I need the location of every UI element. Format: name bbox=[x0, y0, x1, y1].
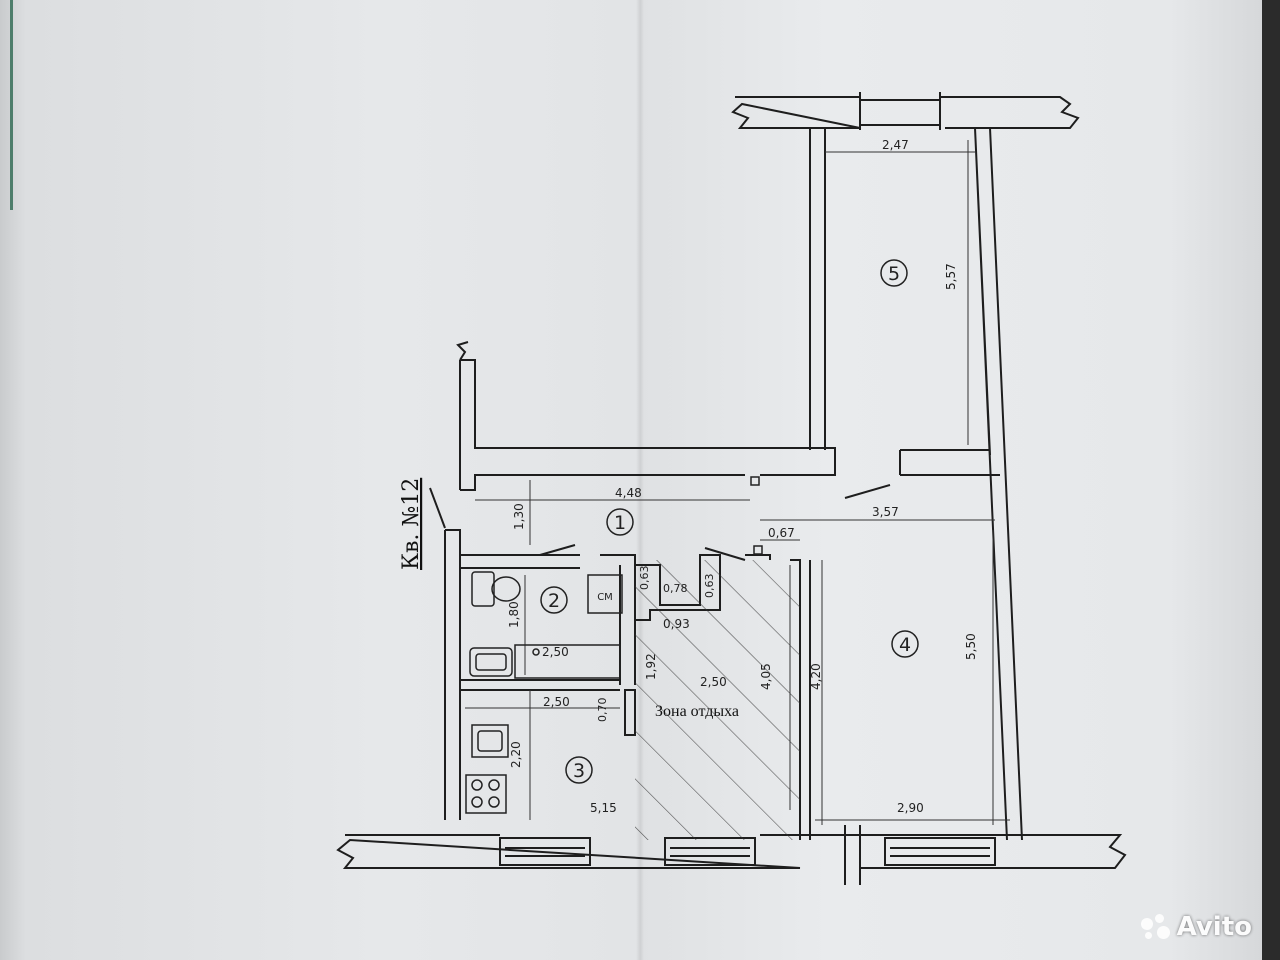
paper-left-page bbox=[0, 0, 640, 960]
room-1-number: 1 bbox=[614, 512, 626, 534]
paper-edge-stripe bbox=[10, 0, 13, 210]
dim-4-48: 4,48 bbox=[615, 486, 642, 500]
room-4-number: 4 bbox=[899, 634, 911, 656]
room-3-number: 3 bbox=[573, 760, 585, 782]
walls bbox=[336, 92, 1127, 885]
dim-0-70: 0,70 bbox=[596, 698, 609, 723]
dim-1-80: 1,80 bbox=[507, 601, 521, 628]
avito-watermark: Avito bbox=[1140, 912, 1252, 942]
dim-2-50-zone: 2,50 bbox=[700, 675, 727, 689]
toilet-tank bbox=[471, 571, 495, 607]
apartment-label: Кв. №12 bbox=[399, 478, 424, 570]
room-1-circle bbox=[606, 508, 634, 536]
room-2-number: 2 bbox=[548, 590, 560, 612]
dim-0-63-a: 0,63 bbox=[638, 566, 651, 591]
room-2-circle bbox=[540, 586, 568, 614]
dim-2-90: 2,90 bbox=[897, 801, 924, 815]
dim-0-63-b: 0,63 bbox=[703, 574, 716, 599]
vent-shaft-2 bbox=[753, 545, 763, 555]
rest-zone-hatch bbox=[635, 560, 800, 840]
dim-5-15: 5,15 bbox=[590, 801, 617, 815]
dim-0-78: 0,78 bbox=[663, 582, 688, 595]
dim-2-50-kitchen: 2,50 bbox=[543, 695, 570, 709]
appliance-label: СМ bbox=[597, 592, 613, 603]
dim-3-57: 3,57 bbox=[872, 505, 899, 519]
sink-bath-icon bbox=[469, 647, 513, 677]
dim-5-50: 5,50 bbox=[964, 633, 978, 660]
dim-0-93: 0,93 bbox=[663, 617, 690, 631]
washing-machine-icon bbox=[587, 574, 623, 614]
dim-1-30: 1,30 bbox=[512, 503, 526, 530]
dim-0-67: 0,67 bbox=[768, 526, 795, 540]
dim-2-47: 2,47 bbox=[882, 138, 909, 152]
stove-icon bbox=[465, 774, 507, 814]
watermark-text: Avito bbox=[1176, 912, 1252, 942]
room-5-number: 5 bbox=[888, 263, 900, 285]
room-4-circle bbox=[891, 630, 919, 658]
dim-4-20: 4,20 bbox=[809, 663, 823, 690]
dim-2-20: 2,20 bbox=[509, 741, 523, 768]
toilet-icon bbox=[491, 576, 521, 602]
zone-label: Зона отдыха bbox=[655, 703, 739, 720]
vent-shaft bbox=[750, 476, 760, 486]
dim-4-05: 4,05 bbox=[759, 663, 773, 690]
fixtures bbox=[465, 476, 763, 814]
dim-5-57: 5,57 bbox=[944, 263, 958, 290]
room-3-circle bbox=[565, 756, 593, 784]
dimension-lines bbox=[465, 140, 1010, 825]
dim-1-92: 1,92 bbox=[644, 653, 658, 680]
room-5-circle bbox=[880, 259, 908, 287]
dim-2-50-bath: 2,50 bbox=[542, 645, 569, 659]
paper-fold bbox=[636, 0, 644, 960]
kitchen-sink-icon bbox=[471, 724, 509, 758]
avito-logo-icon bbox=[1140, 914, 1171, 940]
bathtub-icon bbox=[514, 644, 621, 679]
